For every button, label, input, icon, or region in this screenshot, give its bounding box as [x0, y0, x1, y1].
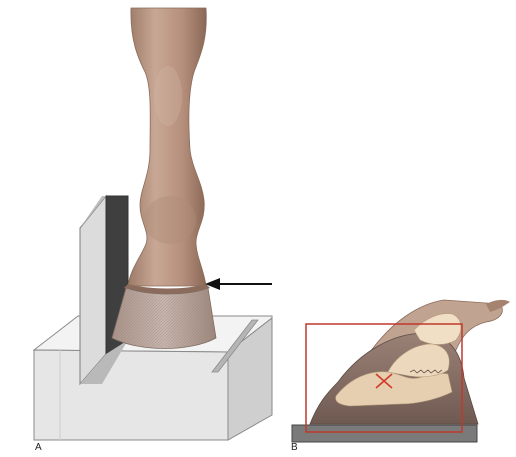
left-arrow-icon — [205, 278, 272, 290]
hoof-side-view — [310, 300, 510, 424]
horse-leg — [128, 8, 206, 286]
panel-label-a: A — [35, 442, 42, 453]
hoof — [112, 288, 216, 349]
panel-label-b: B — [291, 442, 298, 453]
panel-b — [292, 300, 510, 442]
ground-plate — [292, 425, 477, 442]
panel-a — [34, 8, 272, 440]
